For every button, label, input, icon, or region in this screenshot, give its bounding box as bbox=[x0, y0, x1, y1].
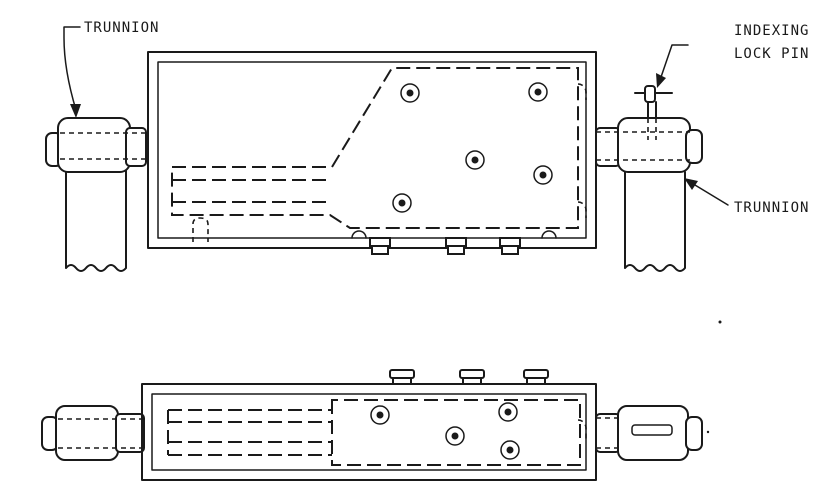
indexing-lock-pin bbox=[634, 85, 673, 140]
hidden-nest-plate bbox=[171, 67, 579, 229]
scan-speck bbox=[718, 320, 722, 324]
left-trunnion bbox=[45, 117, 147, 173]
top-view: TRUNNION INDEXING LOCK PIN TRUNNION bbox=[45, 20, 809, 272]
clamp-screws-top bbox=[351, 230, 557, 255]
left-support-column bbox=[65, 169, 127, 272]
body-outer-frame bbox=[147, 51, 597, 249]
locating-buttons-top bbox=[392, 82, 553, 213]
indexing-label-line1: INDEXING bbox=[734, 23, 809, 39]
locating-buttons-side bbox=[370, 402, 520, 460]
hidden-clamp-left bbox=[192, 217, 209, 242]
side-left-trunnion bbox=[41, 405, 145, 461]
trunnion-label-left: TRUNNION bbox=[84, 20, 159, 36]
right-trunnion bbox=[595, 117, 703, 173]
trunnion-label-right: TRUNNION bbox=[734, 200, 809, 216]
body-inner-frame bbox=[157, 61, 587, 239]
side-hidden-plate bbox=[331, 399, 581, 466]
side-view bbox=[41, 369, 703, 481]
clamp-screws-side bbox=[389, 369, 549, 385]
leader-lines bbox=[63, 26, 729, 206]
hidden-corner-top bbox=[577, 83, 587, 100]
side-hidden-slot bbox=[167, 409, 332, 456]
side-hidden-corner bbox=[577, 419, 587, 440]
right-support-column bbox=[624, 171, 686, 272]
hidden-corner-bottom bbox=[577, 201, 587, 218]
scan-speck-2 bbox=[706, 430, 710, 434]
side-right-trunnion bbox=[595, 405, 703, 461]
side-body-inner bbox=[151, 393, 587, 471]
hidden-slot bbox=[172, 179, 332, 203]
side-body-outer bbox=[141, 383, 597, 481]
indexing-label-line2: LOCK PIN bbox=[734, 46, 809, 62]
